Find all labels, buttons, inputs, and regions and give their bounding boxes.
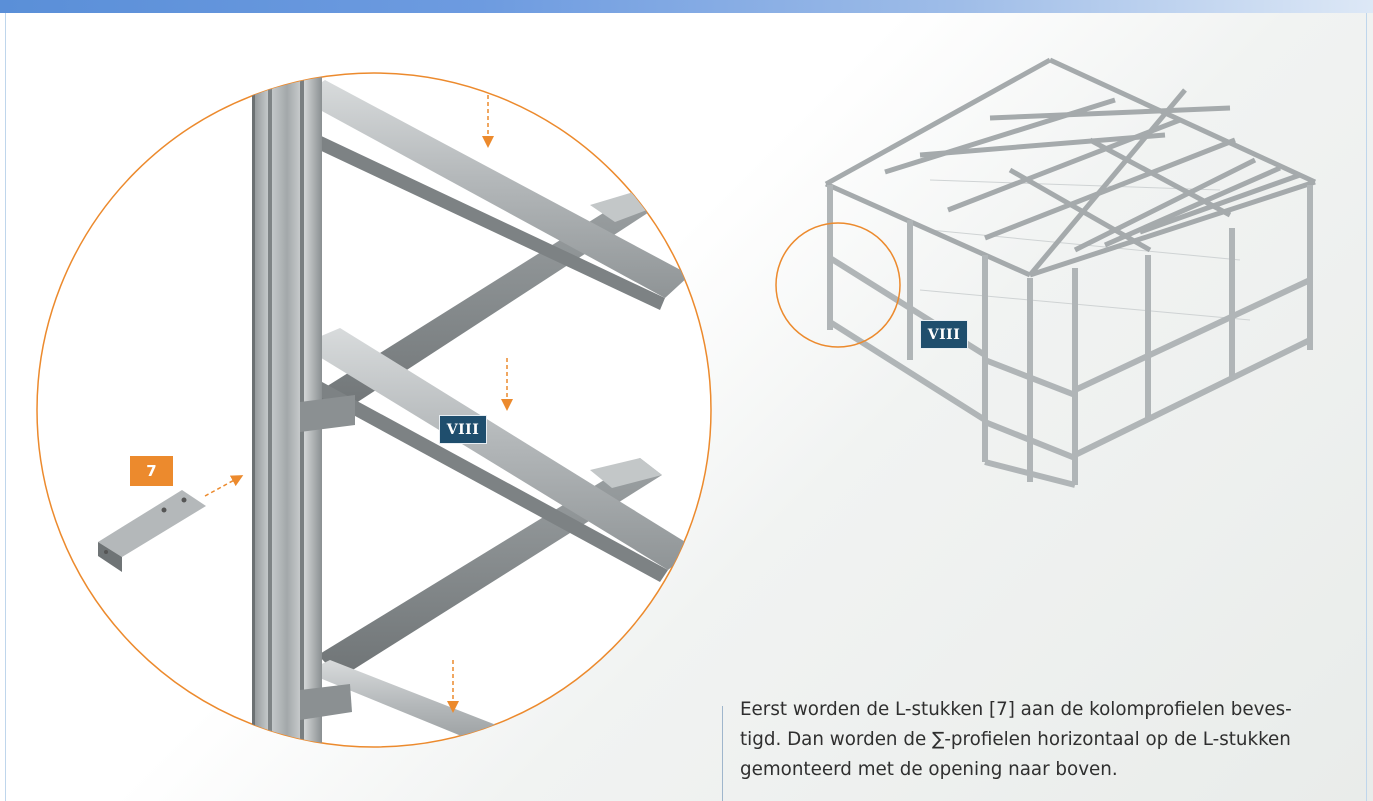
header-bar bbox=[0, 0, 1373, 13]
l-piece-part bbox=[98, 490, 206, 572]
part-label-detail: VIII bbox=[439, 415, 487, 444]
part-label-overview-text: VIII bbox=[927, 326, 961, 343]
caption-text: Eerst worden de L-stukken [7] aan de kol… bbox=[740, 699, 1292, 780]
page-border-right bbox=[1366, 13, 1367, 801]
part-label-l-piece-text: 7 bbox=[146, 462, 157, 480]
page-border-left bbox=[5, 13, 6, 801]
part-label-l-piece: 7 bbox=[130, 456, 173, 486]
overview-detail-ring bbox=[775, 222, 901, 348]
caption-rule bbox=[722, 706, 723, 801]
part-label-overview: VIII bbox=[920, 320, 968, 349]
detail-circle bbox=[36, 72, 712, 748]
arrow-to-column bbox=[204, 475, 244, 497]
greenhouse-overview bbox=[824, 57, 1317, 488]
part-label-detail-text: VIII bbox=[446, 421, 480, 438]
